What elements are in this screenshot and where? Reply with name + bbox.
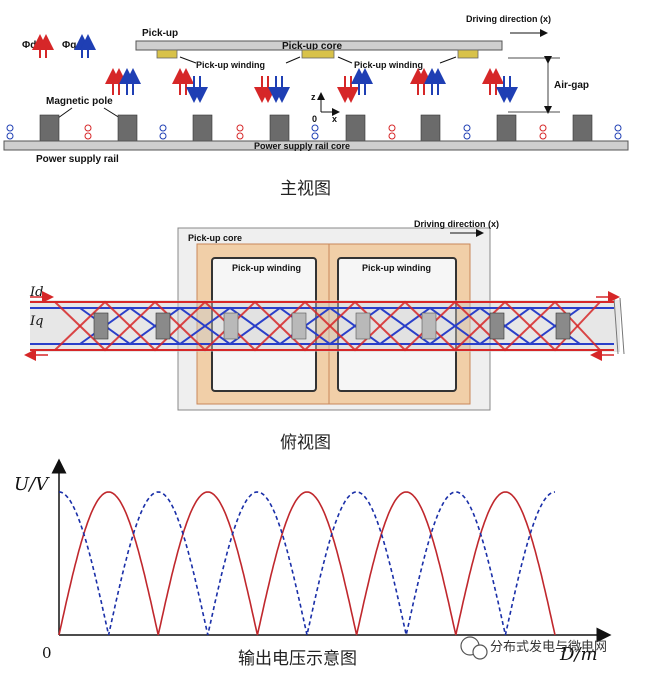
watermark: 分布式发电与微电网 <box>460 636 607 660</box>
phi-q-arrows <box>74 34 96 58</box>
axis-origin-label: 0 <box>312 114 317 124</box>
output-voltage-chart: U/V D/m 0 输出电压示意图 <box>14 458 612 669</box>
chart-title: 输出电压示意图 <box>238 649 357 669</box>
zx-axis: z 0 x <box>311 92 340 124</box>
front-view-caption: 主视图 <box>280 179 331 199</box>
top-winding-right-label: Pick-up winding <box>362 263 431 273</box>
axis-z-label: z <box>311 92 316 102</box>
winding-right-label: Pick-up winding <box>354 60 423 70</box>
air-gap-label: Air-gap <box>554 80 589 91</box>
axis-x-label: x <box>332 114 337 124</box>
phi-d-label: Φd <box>22 40 36 51</box>
phi-q-label: Φq <box>62 40 76 51</box>
front-view: Φd Φq Pick-up Pick-up core Pick-up windi… <box>3 14 629 199</box>
pick-up-core-label: Pick-up core <box>282 41 342 52</box>
driving-direction-label: Driving direction (x) <box>466 14 551 24</box>
rail-conductors <box>6 124 622 140</box>
pick-up-label: Pick-up <box>142 28 178 39</box>
rail-core-label: Power supply rail core <box>254 141 350 151</box>
y-axis-label: U/V <box>14 474 50 495</box>
top-driving-direction-label: Driving direction (x) <box>414 219 499 229</box>
current-d-label: Id <box>29 285 43 300</box>
top-winding-left-label: Pick-up winding <box>232 263 301 273</box>
power-supply-rail-core <box>3 140 629 151</box>
x-origin-label: 0 <box>42 644 52 662</box>
series-solid-line <box>58 491 556 636</box>
top-poles <box>93 312 571 340</box>
pick-up-windings <box>156 49 479 59</box>
flux-arrows <box>105 68 518 103</box>
phi-d-arrows <box>32 34 54 58</box>
magnetic-pole-label: Magnetic pole <box>46 96 113 107</box>
series-dashed-line <box>58 491 556 636</box>
top-view: Pick-up core Driving direction (x) Pick-… <box>24 219 625 453</box>
top-pick-up-core-label: Pick-up core <box>188 233 242 243</box>
watermark-text: 分布式发电与微电网 <box>490 639 607 655</box>
power-supply-rail-label: Power supply rail <box>36 154 119 165</box>
current-q-label: Iq <box>29 314 43 329</box>
winding-left-label: Pick-up winding <box>196 60 265 70</box>
pick-up-winding-left <box>211 257 317 392</box>
x-axis-label: D/m <box>559 644 598 665</box>
top-view-caption: 俯视图 <box>280 433 331 453</box>
